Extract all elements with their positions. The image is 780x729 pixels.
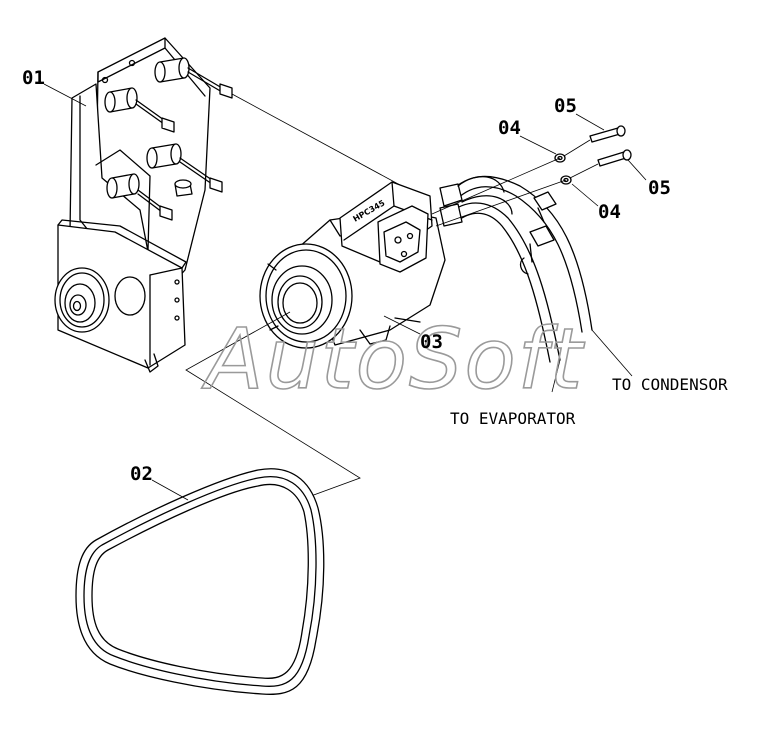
callout-03: 03 bbox=[420, 331, 443, 353]
bracket-bolts bbox=[104, 57, 233, 221]
note-to-condensor: TO CONDENSOR bbox=[612, 375, 728, 394]
callout-01: 01 bbox=[22, 67, 45, 89]
washers-and-bolts bbox=[431, 125, 632, 227]
drive-belt bbox=[75, 468, 325, 695]
callout-04-lower: 04 bbox=[598, 201, 621, 223]
note-to-evaporator: TO EVAPORATOR bbox=[450, 409, 576, 428]
mounting-bracket bbox=[54, 37, 233, 373]
hoses bbox=[439, 175, 593, 363]
callout-02: 02 bbox=[130, 463, 153, 485]
callout-04-upper: 04 bbox=[498, 117, 521, 139]
callout-05-lower: 05 bbox=[648, 177, 671, 199]
compressor: HPC345 bbox=[259, 181, 446, 349]
watermark: AutoSoft bbox=[201, 310, 585, 408]
callout-05-upper: 05 bbox=[554, 95, 577, 117]
leader-lines bbox=[43, 83, 647, 501]
